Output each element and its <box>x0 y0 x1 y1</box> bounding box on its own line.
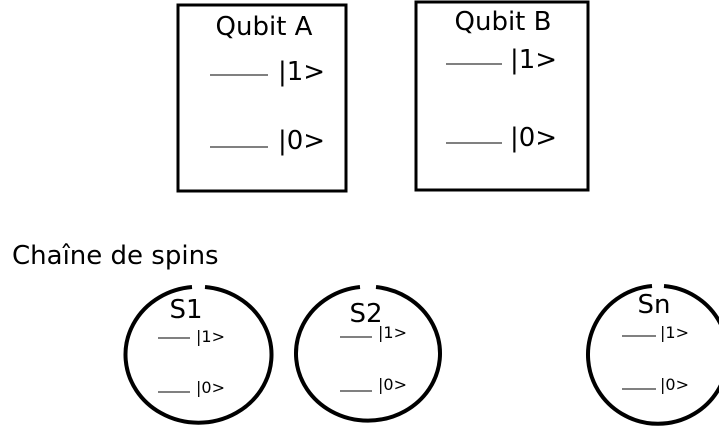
qubit-b-level-1-label: |1> <box>510 45 557 75</box>
qubit-a-box: Qubit A |1> |0> <box>176 3 348 193</box>
spin-s1-name: S1 <box>169 295 202 325</box>
spin-s2-level-1-label: |1> <box>378 323 407 342</box>
qubit-b-title: Qubit B <box>455 7 552 37</box>
spin-s2-ring <box>294 285 442 423</box>
qubit-a-level-1-label: |1> <box>278 57 325 87</box>
spin-s1-level-1-label: |1> <box>196 327 225 346</box>
spin-s2: S2 |1> |0> <box>294 285 442 423</box>
qubit-b-frame <box>414 0 590 192</box>
spin-sn: Sn |1> |0> <box>586 284 719 426</box>
qubit-b-box: Qubit B |1> |0> <box>414 0 590 192</box>
spin-sn-level-0-label: |0> <box>660 375 689 394</box>
spin-s1: S1 |1> |0> <box>123 285 274 425</box>
spin-sn-name: Sn <box>638 290 671 320</box>
spin-chain-title: Chaîne de spins <box>12 241 219 271</box>
spin-s2-level-0-label: |0> <box>378 375 407 394</box>
qubit-a-level-0-label: |0> <box>278 126 325 156</box>
spin-s2-name: S2 <box>349 299 382 329</box>
spin-s1-ring <box>123 285 274 425</box>
spin-s1-level-0-label: |0> <box>196 378 225 397</box>
spin-sn-level-1-label: |1> <box>660 323 689 342</box>
qubit-a-title: Qubit A <box>216 12 313 42</box>
spin-sn-ring <box>586 284 719 426</box>
qubit-a-frame <box>176 3 348 193</box>
qubit-b-level-0-label: |0> <box>510 123 557 153</box>
